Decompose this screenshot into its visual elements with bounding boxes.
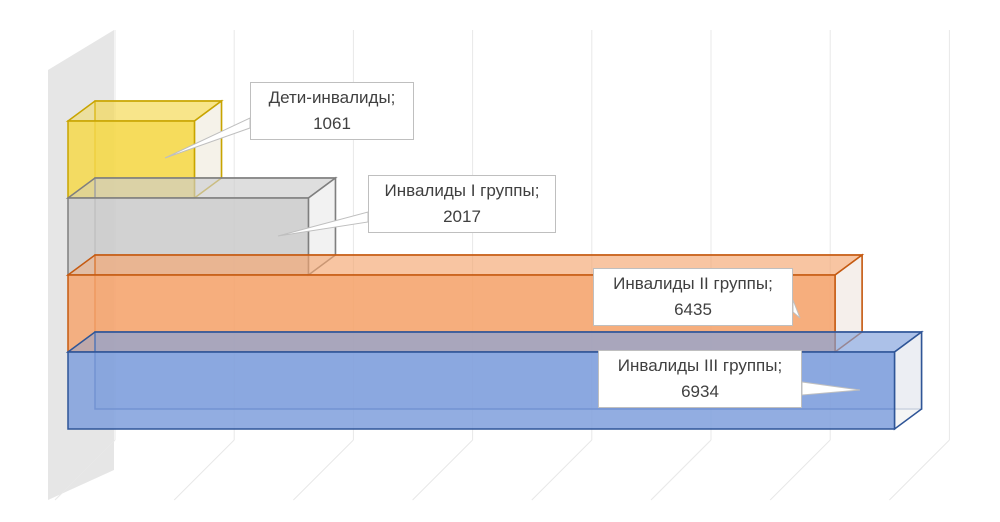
callout-pointer-3	[801, 381, 861, 396]
bar-1	[67, 197, 310, 276]
label-value: 2017	[443, 207, 481, 226]
floor-gridline	[889, 439, 950, 501]
floor-gridline	[173, 439, 235, 501]
data-label-0: Дети-инвалиды; 1061	[250, 82, 414, 140]
floor-gridline	[54, 439, 116, 501]
data-label-3: Инвалиды III группы; 6934	[598, 350, 802, 408]
bar-top-3	[65, 331, 924, 353]
callout-pointer-2	[792, 299, 801, 319]
floor-gridline	[531, 439, 593, 501]
label-value: 6435	[674, 300, 712, 319]
label-category: Инвалиды I группы;	[384, 181, 540, 200]
label-category: Инвалиды III группы;	[617, 356, 783, 375]
floor-gridline	[293, 439, 354, 501]
label-category: Инвалиды II группы;	[613, 274, 773, 293]
label-category: Дети-инвалиды;	[268, 88, 396, 107]
data-label-2: Инвалиды II группы; 6435	[593, 268, 793, 326]
floor-gridline	[412, 439, 473, 501]
data-label-1: Инвалиды I группы; 2017	[368, 175, 556, 233]
floor-gridline	[650, 439, 712, 501]
label-value: 6934	[681, 382, 719, 401]
label-value: 1061	[313, 114, 351, 133]
bar-top-1	[65, 177, 338, 199]
floor-gridline	[769, 439, 831, 501]
